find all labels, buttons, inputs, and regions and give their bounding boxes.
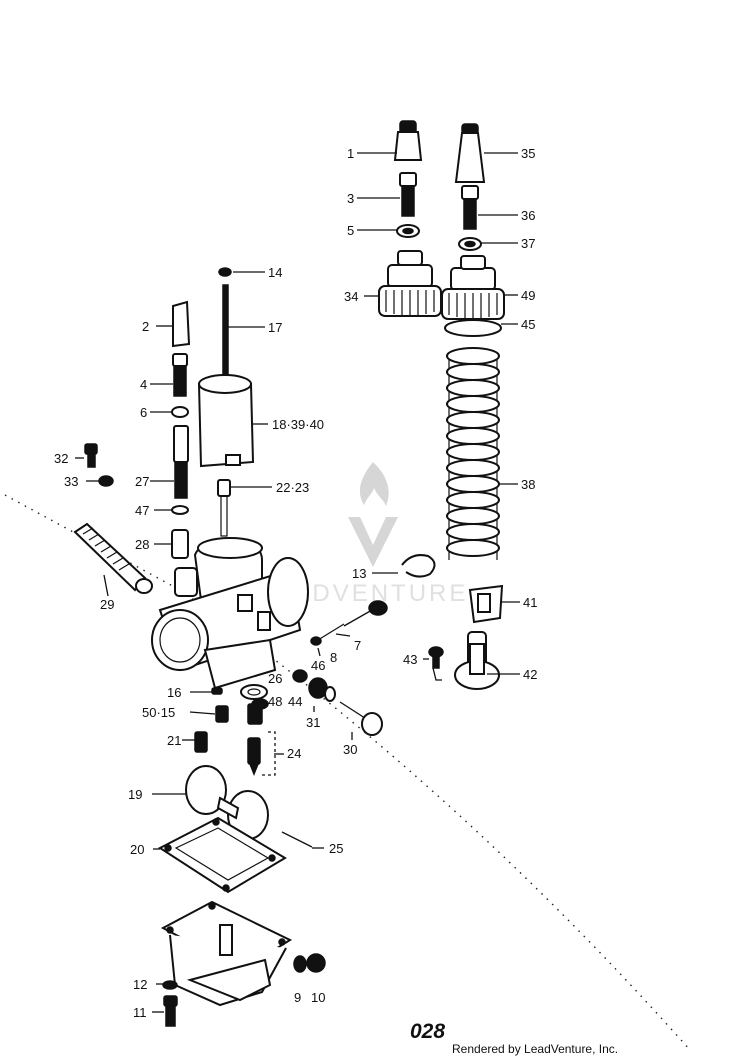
callout-20: 20 xyxy=(130,842,144,857)
callout-labels: 1 35 3 36 5 37 34 49 45 38 13 41 42 43 1… xyxy=(54,146,537,1020)
callout-8: 8 xyxy=(330,650,337,665)
callout-49: 49 xyxy=(521,288,535,303)
callout-27: 27 xyxy=(135,474,149,489)
part-starter-plunger-27 xyxy=(173,425,189,499)
callout-41: 41 xyxy=(523,595,537,610)
part-throttle-valve-18 xyxy=(197,374,255,468)
part-needle-valve-24 xyxy=(247,731,276,777)
callout-30: 30 xyxy=(343,742,357,757)
part-spring-31 xyxy=(308,677,336,702)
callout-29: 29 xyxy=(100,597,114,612)
callout-24: 24 xyxy=(287,746,301,761)
part-jet-needle-17 xyxy=(222,284,229,382)
part-needle-clip-14 xyxy=(218,267,232,277)
part-throttle-stop-screw-7 xyxy=(343,600,388,627)
callout-36: 36 xyxy=(521,208,535,223)
callout-18-39-40: 18·39·40 xyxy=(272,417,324,432)
callout-37: 37 xyxy=(521,236,535,251)
callout-2: 2 xyxy=(142,319,149,334)
part-washer-44 xyxy=(292,669,308,683)
callout-5: 5 xyxy=(347,223,354,238)
part-adjuster-4 xyxy=(172,353,188,397)
leader-lines xyxy=(75,152,520,1013)
part-screw-32 xyxy=(84,443,98,468)
part-jet-21 xyxy=(194,731,208,753)
part-gasket-20 xyxy=(158,816,287,894)
callout-31: 31 xyxy=(306,715,320,730)
callout-1: 1 xyxy=(347,146,354,161)
callout-26: 26 xyxy=(268,671,282,686)
part-air-screw-30 xyxy=(339,701,383,736)
part-washer-48 xyxy=(251,698,269,710)
callout-44: 44 xyxy=(288,694,302,709)
callout-14: 14 xyxy=(268,265,282,280)
callout-38: 38 xyxy=(521,477,535,492)
callout-22-23: 22·23 xyxy=(276,480,309,495)
credit-text: Rendered by LeadVenture, Inc. xyxy=(452,1042,619,1056)
part-nut-33 xyxy=(98,475,114,487)
part-throttle-stop-42 xyxy=(454,631,500,690)
part-float-chamber xyxy=(160,900,293,1007)
callout-6: 6 xyxy=(140,405,147,420)
callout-3: 3 xyxy=(347,191,354,206)
part-carburetor-body xyxy=(151,537,309,690)
part-adjuster-36 xyxy=(461,185,479,230)
part-top-cap-34 xyxy=(378,250,442,317)
callout-50-15: 50·15 xyxy=(142,705,175,720)
part-locknut-5 xyxy=(396,224,420,238)
part-gasket-45 xyxy=(444,319,502,337)
callout-13: 13 xyxy=(352,566,366,581)
part-spring-38 xyxy=(446,347,500,560)
callout-4: 4 xyxy=(140,377,147,392)
callout-21: 21 xyxy=(167,733,181,748)
part-float-19 xyxy=(185,765,269,840)
part-plunger-28 xyxy=(171,529,189,559)
part-clip-13 xyxy=(401,554,436,578)
part-plug-10 xyxy=(306,953,326,973)
part-cable-cover-2 xyxy=(172,300,191,348)
part-spring-8 xyxy=(317,623,345,641)
part-top-cap-49 xyxy=(441,255,505,320)
part-rubber-cap-35 xyxy=(454,123,486,183)
part-spring-47 xyxy=(171,505,189,515)
callout-19: 19 xyxy=(128,787,142,802)
callout-45: 45 xyxy=(521,317,535,332)
callout-32: 32 xyxy=(54,451,68,466)
part-bracket-41 xyxy=(468,584,504,624)
part-drain-screw-11 xyxy=(163,995,178,1027)
part-rubber-cap-1 xyxy=(393,120,423,161)
callout-17: 17 xyxy=(268,320,282,335)
part-washer-9 xyxy=(293,955,307,973)
callout-9: 9 xyxy=(294,990,301,1005)
callout-33: 33 xyxy=(64,474,78,489)
callout-34: 34 xyxy=(344,289,358,304)
callout-46: 46 xyxy=(311,658,325,673)
callout-11: 11 xyxy=(133,1005,147,1020)
part-cable-adjuster-29 xyxy=(73,522,153,594)
part-spring-46 xyxy=(310,636,322,646)
callout-7: 7 xyxy=(354,638,361,653)
callout-43: 43 xyxy=(403,652,417,667)
callout-28: 28 xyxy=(135,537,149,552)
dotted-guide-lines xyxy=(4,494,691,1051)
part-adjuster-3 xyxy=(399,172,417,217)
part-locknut-37 xyxy=(458,237,482,251)
part-washer-26 xyxy=(240,684,268,700)
part-air-screw-22 xyxy=(217,479,231,537)
callout-16: 16 xyxy=(167,685,181,700)
page-number: 028 xyxy=(410,1020,445,1043)
part-washer-12 xyxy=(162,980,178,990)
part-nut-6 xyxy=(171,406,189,418)
callout-48: 48 xyxy=(268,694,282,709)
callout-47: 47 xyxy=(135,503,149,518)
callout-35: 35 xyxy=(521,146,535,161)
part-pin-25 xyxy=(281,831,313,848)
callout-42: 42 xyxy=(523,667,537,682)
part-pilot-jet-16 xyxy=(211,687,223,695)
callout-25: 25 xyxy=(329,841,343,856)
part-screw-43 xyxy=(428,646,444,669)
callout-10: 10 xyxy=(311,990,325,1005)
callout-12: 12 xyxy=(133,977,147,992)
